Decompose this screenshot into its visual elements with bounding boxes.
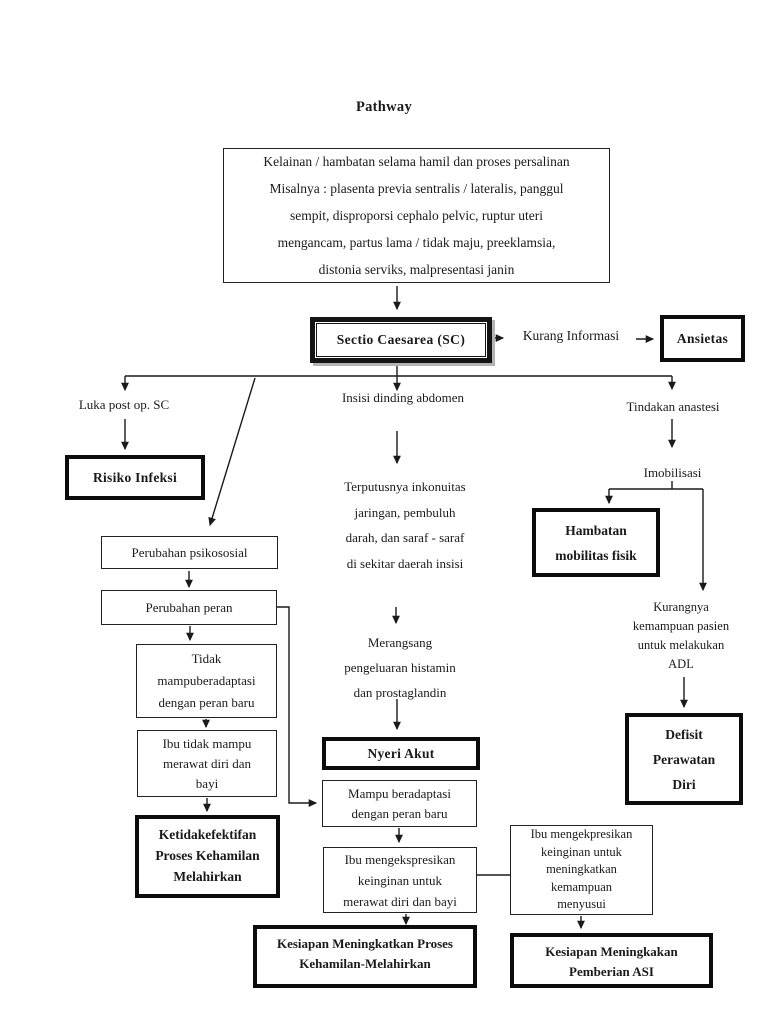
terputusnya-label: Terputusnya inkonuitas jaringan, pembulu… — [344, 479, 466, 571]
defisit-perawatan-box: Defisit Perawatan Diri — [625, 713, 743, 805]
sectio-caesarea-label: Sectio Caesarea (SC) — [316, 323, 486, 357]
mampu-beradaptasi-box: Mampu beradaptasi dengan peran baru — [322, 780, 477, 827]
luka-post-op-label: Luka post op. SC — [78, 397, 170, 412]
imobilisasi-label: Imobilisasi — [643, 465, 702, 480]
tidak-mampu-adaptasi-box: Tidak mampuberadaptasi dengan peran baru — [136, 644, 277, 718]
kesiapan-asi-box: Kesiapan Meningkakan Pemberian ASI — [510, 933, 713, 988]
ketidakefektifan-box: Ketidakefektifan Proses Kehamilan Melahi… — [135, 815, 280, 898]
ibu-ekspresi-menyusui-box: Ibu mengekpresikan keinginan untuk menin… — [510, 825, 653, 915]
perubahan-psikososial-box: Perubahan psikososial — [101, 536, 278, 569]
hambatan-mobilitas-box: Hambatan mobilitas fisik — [532, 508, 660, 577]
ibu-ekspresi-rawat-box: Ibu mengekspresikan keinginan untuk mera… — [323, 847, 477, 913]
merangsang-label: Merangsang pengeluaran histamin dan pros… — [344, 634, 456, 700]
kurang-informasi-label: Kurang Informasi — [522, 328, 620, 343]
insisi-abdomen-label: Insisi dinding abdomen — [341, 390, 465, 405]
page-title: Pathway — [355, 99, 413, 115]
sectio-caesarea-box: Sectio Caesarea (SC) — [310, 317, 492, 363]
ibu-tidak-mampu-box: Ibu tidak mampu merawat diri dan bayi — [137, 730, 277, 797]
kurangnya-adl-label: Kurangnya kemampuan pasien untuk melakuk… — [632, 600, 730, 671]
kesiapan-proses-box: Kesiapan Meningkatkan Proses Kehamilan-M… — [253, 925, 477, 988]
etiology-box: Kelainan / hambatan selama hamil dan pro… — [223, 148, 610, 283]
nyeri-akut-box: Nyeri Akut — [322, 737, 480, 770]
perubahan-peran-box: Perubahan peran — [101, 590, 277, 625]
tindakan-anastesi-label: Tindakan anastesi — [626, 399, 720, 414]
ansietas-box: Ansietas — [660, 315, 745, 362]
risiko-infeksi-box: Risiko Infeksi — [65, 455, 205, 500]
